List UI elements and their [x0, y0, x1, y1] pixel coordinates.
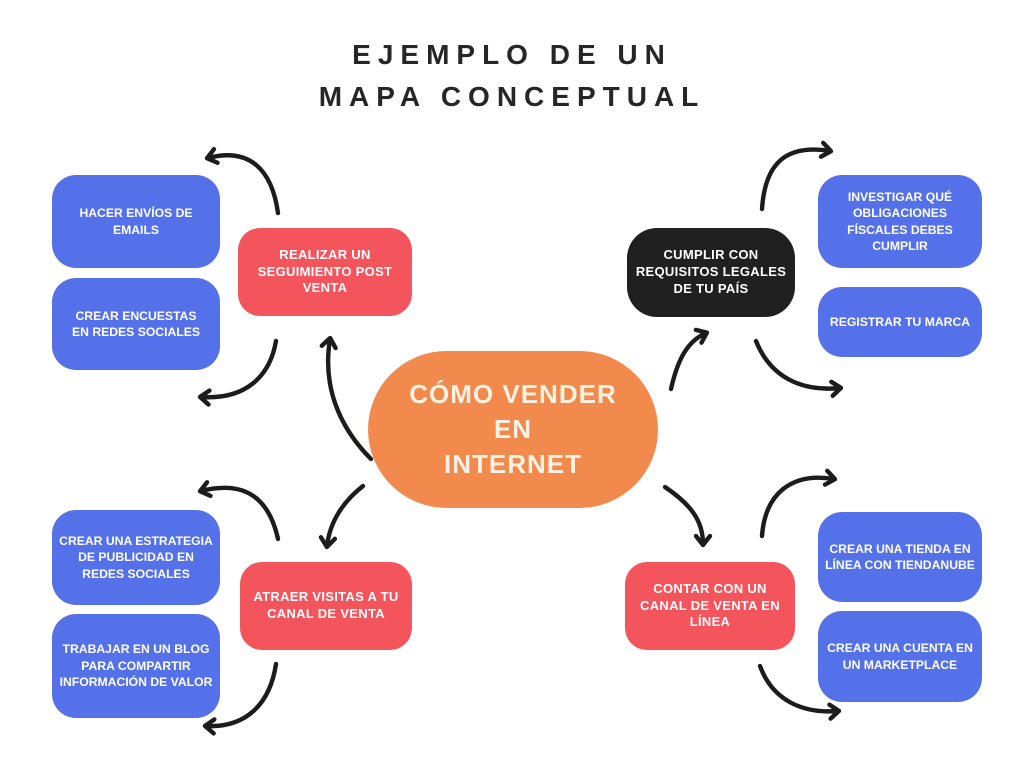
node-label: CREAR UNA CUENTA EN UN MARKETPLACE: [827, 641, 973, 672]
arrow-center-to-contar: [662, 484, 713, 548]
node-label: INVESTIGAR QUÉ OBLIGACIONES FÍSCALES DEB…: [847, 189, 953, 253]
node-label: HACER ENVÍOS DE EMAILS: [79, 206, 193, 237]
node-cumplir-requisitos: CUMPLIR CON REQUISITOS LEGALES DE TU PAÍ…: [627, 228, 795, 317]
node-label: REGISTRAR TU MARCA: [829, 314, 971, 329]
node-contar-canal: CONTAR CON UN CANAL DE VENTA EN LÍNEA: [625, 562, 795, 650]
node-label: CREAR UNA TIENDA EN LÍNEA CON TIENDANUBE: [825, 541, 975, 572]
node-center-como-vender: CÓMO VENDER EN INTERNET: [368, 351, 658, 508]
node-label: CUMPLIR CON REQUISITOS LEGALES DE TU PAÍ…: [635, 247, 787, 296]
node-label: TRABAJAR EN UN BLOG PARA COMPARTIR INFOR…: [59, 642, 213, 690]
node-atraer-visitas: ATRAER VISITAS A TU CANAL DE VENTA: [240, 562, 412, 650]
node-trabajar-blog: TRABAJAR EN UN BLOG PARA COMPARTIR INFOR…: [52, 614, 220, 718]
node-crear-tienda: CREAR UNA TIENDA EN LÍNEA CON TIENDANUBE: [818, 512, 982, 602]
node-realizar-seguimiento: REALIZAR UN SEGUIMIENTO POST VENTA: [238, 228, 412, 316]
node-crear-cuenta: CREAR UNA CUENTA EN UN MARKETPLACE: [818, 611, 982, 702]
node-label: ATRAER VISITAS A TU CANAL DE VENTA: [253, 589, 399, 621]
node-registrar-marca: REGISTRAR TU MARCA: [818, 287, 982, 357]
node-label: REALIZAR UN SEGUIMIENTO POST VENTA: [257, 246, 393, 296]
node-label: CÓMO VENDER EN INTERNET: [409, 378, 617, 480]
node-label: CONTAR CON UN CANAL DE VENTA EN LÍNEA: [640, 580, 780, 630]
node-crear-estrategia: CREAR UNA ESTRATEGIA DE PUBLICIDAD EN RE…: [52, 510, 220, 605]
arrow-center-to-atraer: [318, 483, 366, 550]
page-title: EJEMPLO DE UN MAPA CONCEPTUAL: [318, 39, 706, 112]
node-label: CREAR ENCUESTAS EN REDES SOCIALES: [72, 308, 200, 339]
node-hacer-envios: HACER ENVÍOS DE EMAILS: [52, 175, 220, 268]
node-label: CREAR UNA ESTRATEGIA DE PUBLICIDAD EN RE…: [59, 533, 213, 581]
node-crear-encuestas: CREAR ENCUESTAS EN REDES SOCIALES: [52, 278, 220, 370]
arrow-center-to-cumplir: [668, 327, 710, 392]
arrow-center-to-seguimiento: [319, 335, 374, 462]
node-investigar-obligaciones: INVESTIGAR QUÉ OBLIGACIONES FÍSCALES DEB…: [818, 175, 982, 268]
